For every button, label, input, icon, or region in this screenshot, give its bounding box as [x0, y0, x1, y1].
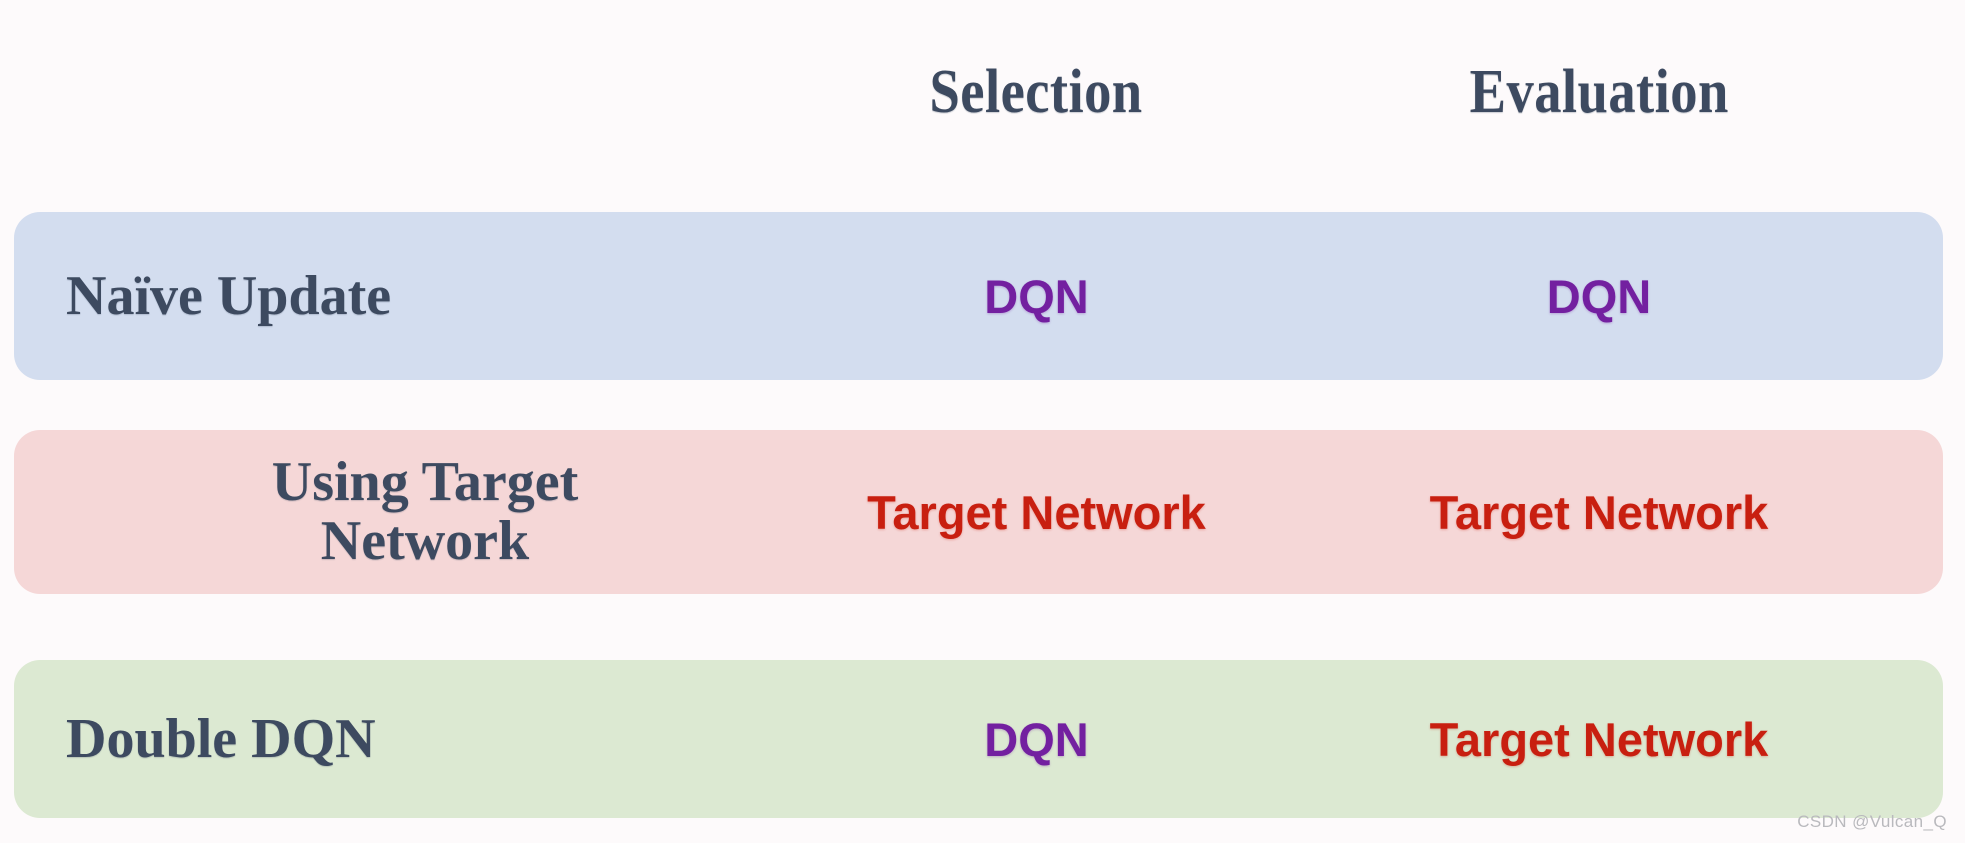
row-selection-cell: DQN [784, 273, 1289, 320]
row-selection-value: DQN [984, 712, 1089, 766]
table-header-row: Selection Evaluation [14, 36, 1943, 148]
row-selection-value: DQN [984, 269, 1089, 323]
header-label-selection: Selection [929, 58, 1144, 126]
row-selection-cell: DQN [784, 716, 1289, 763]
row-evaluation-value: Target Network [1429, 485, 1769, 539]
row-label-text: Naïve Update [66, 264, 392, 327]
table-row: Using Target Network Target Network Targ… [14, 430, 1943, 594]
table-row: Naïve Update DQN DQN [14, 212, 1943, 380]
header-cell-evaluation: Evaluation [1289, 61, 1909, 123]
row-evaluation-cell: DQN [1289, 273, 1909, 320]
row-label-text: Double DQN [66, 707, 376, 770]
row-label-cell: Using Target Network [14, 453, 784, 571]
row-selection-cell: Target Network [784, 489, 1289, 536]
row-selection-value: Target Network [867, 485, 1206, 539]
table-row: Double DQN DQN Target Network [14, 660, 1943, 818]
row-label-cell: Naïve Update [14, 264, 784, 327]
row-label-cell: Double DQN [14, 707, 784, 770]
row-evaluation-value: DQN [1546, 269, 1652, 323]
row-evaluation-value: Target Network [1429, 712, 1769, 766]
row-label-text: Using Target Network [271, 451, 579, 572]
watermark-text: CSDN @Vulcan_Q [1797, 812, 1947, 831]
header-cell-method [14, 83, 784, 101]
header-label-evaluation: Evaluation [1469, 58, 1729, 126]
header-cell-selection: Selection [784, 61, 1289, 123]
row-evaluation-cell: Target Network [1289, 716, 1909, 763]
row-evaluation-cell: Target Network [1289, 489, 1909, 536]
